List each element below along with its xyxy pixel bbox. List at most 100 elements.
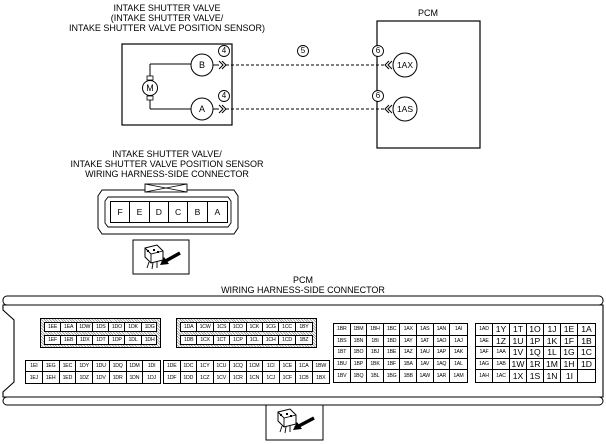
pin-cell: 1EA [61, 323, 78, 331]
pin-cell: 1BS [334, 335, 351, 347]
marker-bottom-4: 4 [221, 91, 227, 100]
pcm-box [376, 20, 481, 149]
pin-cell: 1B [581, 335, 592, 346]
pin-cell: 1D [581, 359, 592, 370]
pin-cell: 1BH [367, 324, 384, 335]
pcm-row-17: 1AG 1AB 1W 1R 1M 1H 1D [476, 358, 595, 371]
valve-pin-b: B [198, 60, 205, 70]
pin-cell: 1R [527, 358, 544, 370]
pin-cell: 1DD [181, 372, 197, 383]
valve-title-line-2: (INTAKE SHUTTER VALVE/ [110, 13, 224, 23]
pin-cell: 1BD [384, 335, 401, 347]
pin-cell: 1DH [144, 337, 155, 343]
connector1-latch-x [144, 183, 188, 193]
pcm-group-1: 1EE 1EA 1DW 1DS 1DO 1DK 1DG 1EF 1EB 1DX … [40, 318, 161, 348]
pin-cell: 1DN [127, 372, 144, 383]
pin-cell: 1BB [400, 370, 417, 382]
pin-cell: 1F [561, 335, 578, 347]
pin-cell: 1DF [164, 372, 181, 383]
motor-symbol [142, 80, 158, 96]
pin-cell: 1DM [127, 361, 144, 371]
pin-cell: 1BR [334, 324, 351, 335]
pin-cell: 1EJ [26, 372, 43, 383]
pin-cell: 1CN [247, 372, 263, 383]
pin-cell: 1ED [60, 372, 77, 383]
pin-cell: 1DE [164, 361, 181, 371]
pin-cell: 1AG [476, 358, 493, 370]
pin-cell: 1BQ [351, 370, 368, 382]
pcm-group-2: 1DA 1CW 1CS 1CO 1CK 1CG 1CC 1BY 1DB 1CX … [176, 318, 317, 348]
marker-top-6: 6 [375, 46, 381, 55]
pin-cell: 1DY [76, 361, 93, 371]
pin-cell: 1CO [230, 323, 247, 331]
pin-cell: 1BV [334, 370, 351, 382]
pin-cell: 1DC [181, 361, 197, 371]
pcm-pin-1ax-circle [392, 52, 418, 78]
pin-cell: 1AM [453, 373, 464, 380]
pin-cell: 1CI [263, 361, 280, 371]
pin-cell: 1EH [43, 372, 60, 383]
pcm-group-5: 1BR 1BM 1BH 1BC 1AX 1AS 1AN 1AI 1BS 1BN … [333, 323, 468, 383]
pin-cell: 1BM [351, 324, 368, 335]
pcm-row-8: 1DF 1DD 1CZ 1CV 1CR 1CN 1CJ 1CF 1CB 1BX [164, 372, 329, 383]
pin-cell: 1CX [197, 336, 214, 344]
connector1-cell-row: F E D C B A [111, 202, 227, 222]
pin-cell: 1DA [181, 323, 198, 331]
pin-cell: 1CZ [197, 372, 214, 383]
pcm-row-11: 1BT 1BO 1BJ 1BE 1AZ 1AU 1AP 1AK [334, 347, 467, 359]
intake-shutter-valve-box [121, 43, 233, 126]
pin-cell: 1CD [279, 336, 296, 344]
chevron-valve-top [218, 60, 227, 70]
marker-circle-top-5 [297, 45, 309, 57]
pcm-group-3: 1EI 1EG 1EC 1DY 1DU 1DQ 1DM 1DI 1EJ 1EH … [25, 360, 161, 384]
pin-cell: 1BC [384, 324, 401, 335]
pin-cell: 1T [510, 324, 527, 335]
pin-cell: 1DW [77, 323, 94, 331]
pin-cell: 1J [544, 324, 561, 335]
pin-cell: 1AW [417, 370, 434, 382]
pcm-row-15: 1AE 1Z 1U 1P 1K 1F 1B [476, 335, 595, 348]
pin-cell: 1DZ [76, 372, 93, 383]
connector1-cell: E [130, 202, 150, 222]
chevron-valve-bottom [218, 104, 227, 114]
valve-pin-a: A [198, 104, 205, 114]
pin-cell: 1AB [493, 358, 510, 370]
connector1-cell: B [188, 202, 208, 222]
pin-cell: 1A [581, 324, 592, 335]
valve-title-line-3: INTAKE SHUTTER VALVE POSITION SENSOR) [68, 23, 266, 33]
pin-cell: 1L [544, 347, 561, 358]
pin-cell: 1AD [476, 324, 493, 335]
pin-cell: 1DS [93, 323, 110, 331]
pin-cell: 1CT [214, 336, 231, 344]
connector2-top-rail [2, 295, 604, 306]
pcm-row-12: 1BU 1BP 1BK 1BF 1BA 1AV 1AQ 1AL [334, 358, 467, 371]
pcm-title: PCM [418, 8, 438, 18]
pin-cell: 1AU [417, 347, 434, 358]
pin-cell: 1CL [247, 336, 263, 344]
pin-cell: 1CS [214, 323, 231, 331]
pcm-row-18: 1AH 1AC 1X 1S 1N 1I [476, 370, 578, 382]
connector1-inner [104, 196, 232, 228]
connector2-title-line-2: WIRING HARNESS-SIDE CONNECTOR [221, 285, 385, 295]
chevron-pcm-top [384, 60, 393, 70]
pin-cell: 1AR [434, 370, 451, 382]
pin-cell: 1AJ [454, 337, 463, 344]
pin-cell: 1CA [296, 361, 313, 371]
pin-cell: 1DB [181, 336, 198, 344]
pcm-row-9: 1BR 1BM 1BH 1BC 1AX 1AS 1AN 1AI [334, 324, 467, 336]
marker-circle-top-6 [372, 45, 384, 57]
pin-cell: 1BJ [367, 347, 384, 358]
pin-cell: 1CY [197, 361, 214, 371]
connector1-cells: F E D C B A [110, 201, 228, 223]
connector1-title-line-1: INTAKE SHUTTER VALVE/ [112, 149, 222, 159]
pin-cell: 1DJ [147, 374, 156, 381]
pin-cell: 1DR [110, 372, 127, 383]
pin-cell: 1AP [434, 347, 451, 358]
pcm-row-16: 1AF 1AA 1V 1Q 1L 1G 1C [476, 347, 595, 359]
pin-cell: 1AS [417, 324, 434, 335]
pin-cell: 1CG [263, 323, 280, 331]
pin-cell: 1DX [77, 336, 94, 344]
pin-cell: 1EF [45, 336, 62, 344]
pin-cell: 1BL [367, 370, 384, 382]
